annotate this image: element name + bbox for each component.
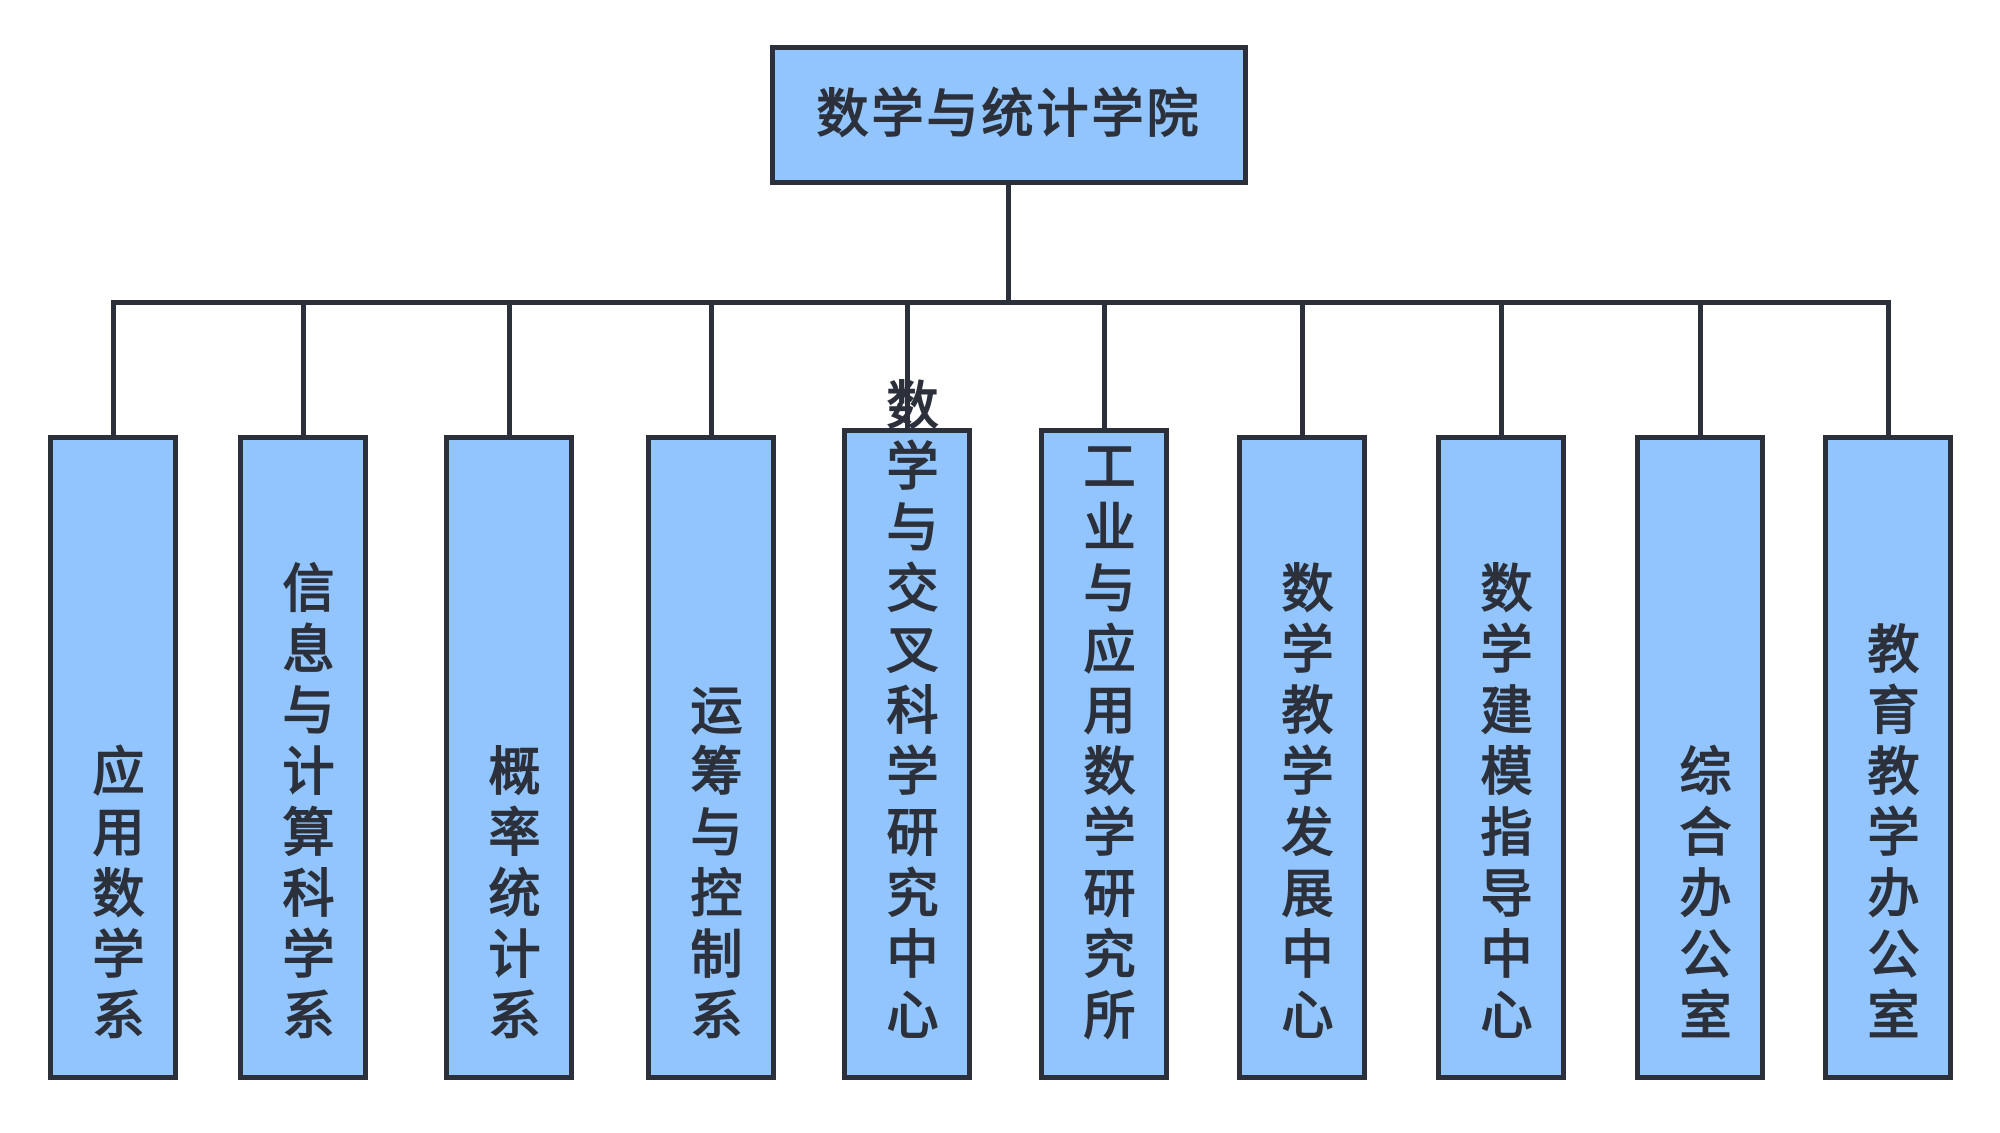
- drop-connector-10: [1886, 300, 1891, 435]
- root-stem-connector: [1006, 183, 1011, 304]
- child-node-9[interactable]: 综合办公室: [1635, 435, 1765, 1080]
- child-node-7[interactable]: 数学教学发展中心: [1237, 435, 1367, 1080]
- drop-connector-5: [905, 300, 910, 428]
- root-node[interactable]: 数学与统计学院: [770, 45, 1248, 185]
- child-node-label-3: 概率统计系: [480, 744, 538, 1049]
- drop-connector-6: [1102, 300, 1107, 428]
- drop-connector-3: [507, 300, 512, 435]
- bus-connector: [111, 300, 1891, 305]
- drop-connector-1: [111, 300, 116, 435]
- drop-connector-9: [1698, 300, 1703, 435]
- child-node-10[interactable]: 教育教学办公室: [1823, 435, 1953, 1080]
- child-node-6[interactable]: 工业与应用数学研究所: [1039, 428, 1169, 1080]
- drop-connector-4: [709, 300, 714, 435]
- child-node-8[interactable]: 数学建模指导中心: [1436, 435, 1566, 1080]
- child-node-3[interactable]: 概率统计系: [444, 435, 574, 1080]
- child-node-label-1: 应用数学系: [84, 744, 142, 1049]
- child-node-4[interactable]: 运筹与控制系: [646, 435, 776, 1080]
- child-node-label-4: 运筹与控制系: [682, 683, 740, 1049]
- root-node-label: 数学与统计学院: [816, 86, 1202, 144]
- drop-connector-7: [1300, 300, 1305, 435]
- child-node-label-7: 数学教学发展中心: [1273, 561, 1331, 1049]
- child-node-label-5: 数学与交叉科学研究中心: [878, 378, 936, 1049]
- child-node-label-2: 信息与计算科学系: [274, 561, 332, 1049]
- drop-connector-8: [1499, 300, 1504, 435]
- drop-connector-2: [301, 300, 306, 435]
- child-node-2[interactable]: 信息与计算科学系: [238, 435, 368, 1080]
- child-node-1[interactable]: 应用数学系: [48, 435, 178, 1080]
- child-node-5[interactable]: 数学与交叉科学研究中心: [842, 378, 972, 1080]
- child-node-label-9: 综合办公室: [1671, 744, 1729, 1049]
- child-node-label-8: 数学建模指导中心: [1472, 561, 1530, 1049]
- child-node-label-10: 教育教学办公室: [1859, 622, 1917, 1049]
- child-node-label-6: 工业与应用数学研究所: [1075, 439, 1133, 1049]
